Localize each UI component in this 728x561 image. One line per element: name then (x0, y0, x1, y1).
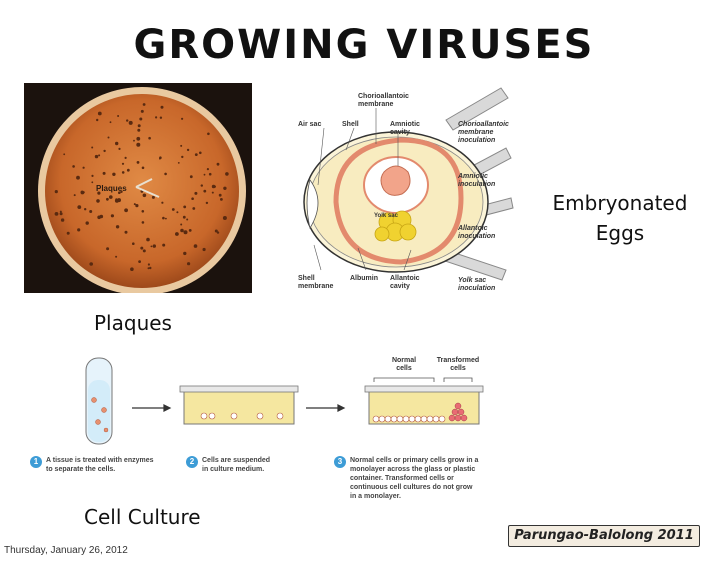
inoc-label-yolk-1: Yolk sac (458, 277, 486, 284)
normal-cells-label-2: cells (396, 365, 412, 372)
plaques-caption: Plaques (94, 311, 172, 335)
inoc-label-amniotic-2: inoculation (458, 181, 495, 188)
cell-culture-diagram: Normal cells Transformed cells 1 A tissu… (24, 350, 504, 520)
eggs-caption: Embryonated Eggs (535, 188, 705, 248)
cell-culture-caption: Cell Culture (84, 505, 201, 529)
plaques-photo: Plaques (24, 83, 252, 295)
egg-label-shell: Shell (342, 121, 359, 128)
inoc-label-yolk-2: inoculation (458, 285, 495, 292)
egg-label-allantoic-cavity: cavity (390, 283, 410, 290)
step-1-badge: 1 (30, 456, 42, 468)
transformed-cells-label-1: Transformed (437, 357, 479, 364)
inoc-label-allantoic-1: Allantoic (457, 225, 488, 232)
egg-label-shell-bottom: Shell (298, 275, 315, 282)
egg-label-membrane: membrane (358, 101, 394, 108)
slide-date: Thursday, January 26, 2012 (4, 545, 128, 556)
inoc-label-cam-3: inoculation (458, 137, 495, 144)
petri-dish-image: Plaques (24, 83, 252, 295)
egg-label-shell-membrane: membrane (298, 283, 334, 290)
plaques-photo-label: Plaques (96, 184, 127, 193)
slide-title: GROWING VIRUSES (133, 22, 595, 68)
step-2-badge: 2 (186, 456, 198, 468)
normal-cells-label-1: Normal (392, 357, 416, 364)
eggs-caption-line2: Eggs (595, 221, 645, 245)
transformed-cells-label-2: cells (450, 365, 466, 372)
egg-label-chorioallantoic: Chorioallantoic (358, 93, 409, 100)
step-2-text: Cells are suspended in culture medium. (202, 457, 271, 473)
step-3-text: Normal cells or primary cells grow in a … (350, 457, 479, 500)
egg-label-albumin: Albumin (350, 275, 378, 282)
inoc-label-cam-2: membrane (458, 129, 494, 136)
inoc-label-cam-1: Chorioallantoic (458, 121, 509, 128)
egg-label-amniotic-cavity: cavity (390, 129, 410, 136)
egg-diagram: Chorioallantoic membrane Air sac Shell A… (296, 80, 536, 300)
author-credit: Parungao-Balolong 2011 (508, 525, 700, 547)
inoc-label-amniotic-1: Amniotic (457, 173, 488, 180)
inoc-label-allantoic-2: inoculation (458, 233, 495, 240)
egg-label-allantoic: Allantoic (390, 275, 420, 282)
step-1-text: A tissue is treated with enzymes to sepa… (46, 457, 154, 473)
egg-label-air-sac: Air sac (298, 121, 321, 128)
eggs-caption-line1: Embryonated (552, 191, 688, 215)
egg-label-amniotic: Amniotic (390, 121, 420, 128)
step-3-badge: 3 (334, 456, 346, 468)
egg-label-yolk-sac: Yolk sac (374, 213, 399, 219)
